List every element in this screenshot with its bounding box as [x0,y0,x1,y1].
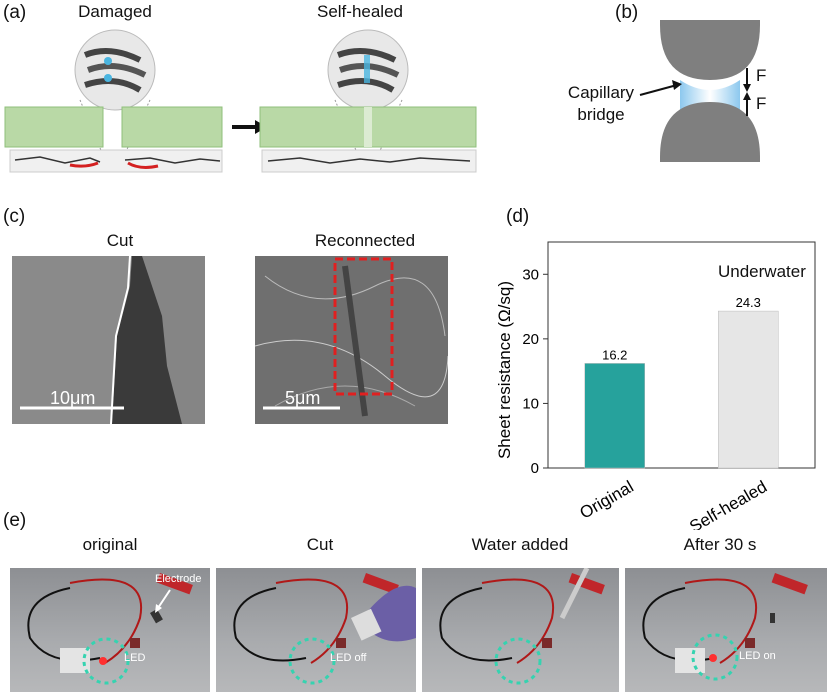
y-tick-label: 0 [531,460,539,477]
underwater-annotation: Underwater [718,262,806,281]
electrode-label: Electrode [155,573,202,585]
bar-original [584,363,645,469]
photo-cut: LED off [216,568,416,692]
photo-title-after-30s: After 30 s [683,535,757,554]
panel-a-schematic [4,29,477,173]
photo-after-30s: LED on [625,568,827,692]
bar-value-label: 16.2 [602,347,627,362]
panel-b-label: (b) [615,2,639,23]
capillary-bridge-label: Capillary bridge [556,82,646,126]
y-tick-label: 30 [522,266,539,283]
panel-a-label: (a) [3,2,27,23]
led-marker-circle [82,637,130,685]
bar-self-healed [718,310,779,469]
reconnected-scale-label: 5μm [285,388,321,408]
y-tick-label: 20 [522,331,539,348]
self-healed-title: Self-healed [316,2,403,21]
capillary-bridge-line1: Capillary [567,83,635,102]
panel-e-label: (e) [3,510,27,531]
photo-title-cut: Cut [306,535,334,554]
force-label-bottom: F [756,94,767,113]
reconnected-title: Reconnected [314,231,416,250]
x-tick-label: Original [577,477,637,523]
capillary-bridge-line2: bridge [577,105,625,124]
led-label-original: LED [124,652,146,664]
force-label-top: F [756,66,767,85]
damaged-zoom-bubble [74,29,156,111]
y-axis-label: Sheet resistance (Ω/sq) [495,281,514,459]
damaged-title: Damaged [78,2,152,21]
reconnected-highlight-box [333,257,394,396]
plot-frame [547,241,816,469]
led-label-cut: LED off [330,652,367,664]
sem-image-cut: 10μm [12,256,205,424]
pipette [559,568,590,620]
panel-d-label: (d) [506,206,530,227]
photo-water-added [422,568,619,692]
led-label-after: LED on [739,650,776,662]
sem-image-reconnected: 5μm [255,256,448,424]
y-tick-label: 10 [522,395,539,412]
photo-title-original: original [82,535,138,554]
panel-c-label: (c) [3,206,26,227]
photo-title-water-added: Water added [471,535,569,554]
photo-original: Electrode LED [10,568,210,692]
cut-scale-label: 10μm [50,388,96,408]
led-glow [99,657,107,665]
cut-title: Cut [106,231,134,250]
capillary-bridge-diagram [639,20,760,162]
x-tick-label: Self-healed [686,477,770,530]
bar-value-label: 24.3 [736,295,761,310]
sheet-resistance-chart: Sheet resistance (Ω/sq) 0 10 20 30 16.2Origi… [495,241,816,530]
